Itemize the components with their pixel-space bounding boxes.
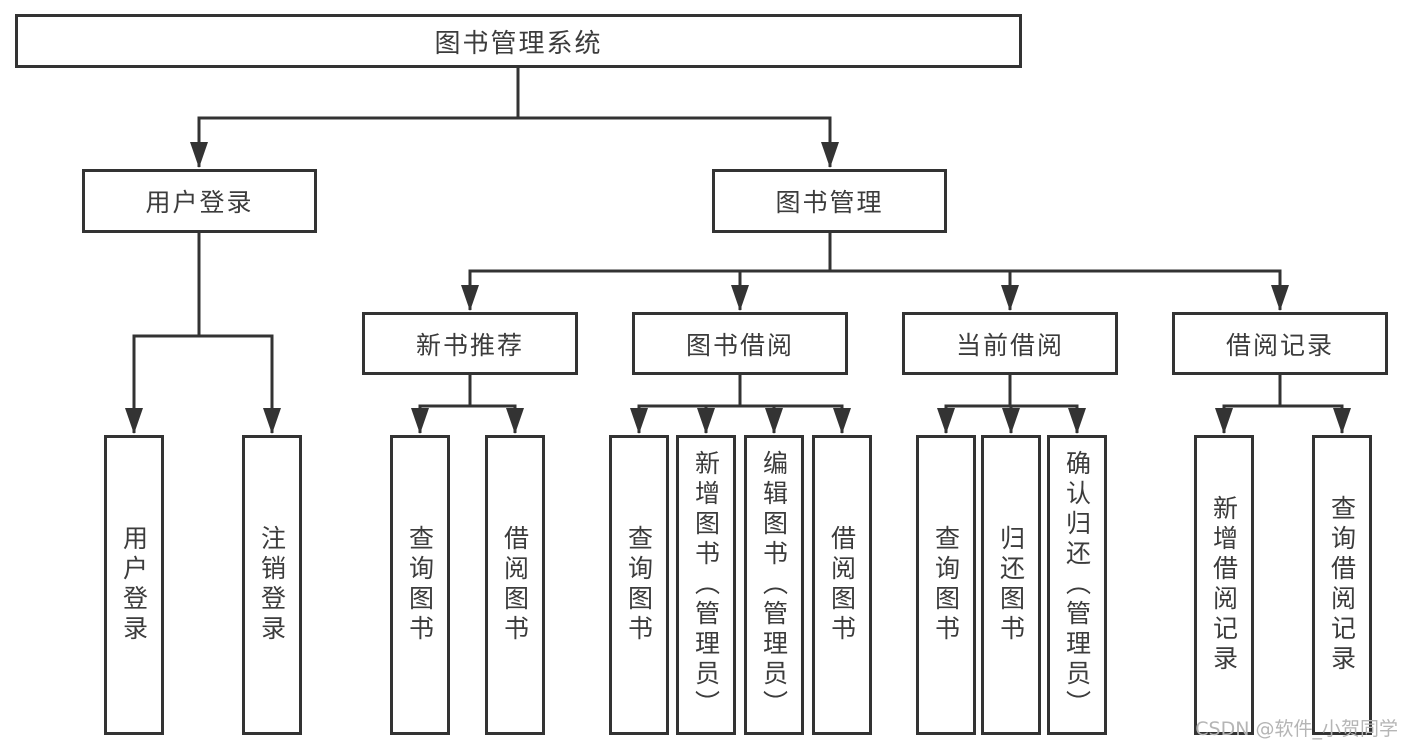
node-leaf-add-books: 新增图书（管理员）: [676, 435, 736, 735]
node-borrowing-records: 借阅记录: [1172, 312, 1388, 375]
node-leaf-add-borrow-record: 新增借阅记录: [1194, 435, 1254, 735]
node-leaf-borrow-books-2: 借阅图书: [812, 435, 872, 735]
node-leaf-query-books-3: 查询图书: [916, 435, 976, 735]
node-book-borrowing: 图书借阅: [632, 312, 848, 375]
connector-arrows: [125, 118, 1351, 434]
node-new-book-recommend: 新书推荐: [362, 312, 578, 375]
csdn-watermark: CSDN @软件_小贺同学: [1195, 718, 1398, 740]
node-leaf-user-login: 用户登录: [104, 435, 164, 735]
node-leaf-query-books-2: 查询图书: [609, 435, 669, 735]
node-leaf-return-books: 归还图书: [981, 435, 1041, 735]
node-leaf-confirm-return: 确认归还（管理员）: [1047, 435, 1107, 735]
node-root-system: 图书管理系统: [15, 14, 1022, 68]
node-leaf-query-borrow-record: 查询借阅记录: [1312, 435, 1372, 735]
node-leaf-borrow-books-1: 借阅图书: [485, 435, 545, 735]
node-leaf-query-books-1: 查询图书: [390, 435, 450, 735]
node-book-management: 图书管理: [712, 169, 947, 233]
node-current-borrowing: 当前借阅: [902, 312, 1118, 375]
node-leaf-edit-books: 编辑图书（管理员）: [744, 435, 804, 735]
node-leaf-logout: 注销登录: [242, 435, 302, 735]
node-user-login: 用户登录: [82, 169, 317, 233]
